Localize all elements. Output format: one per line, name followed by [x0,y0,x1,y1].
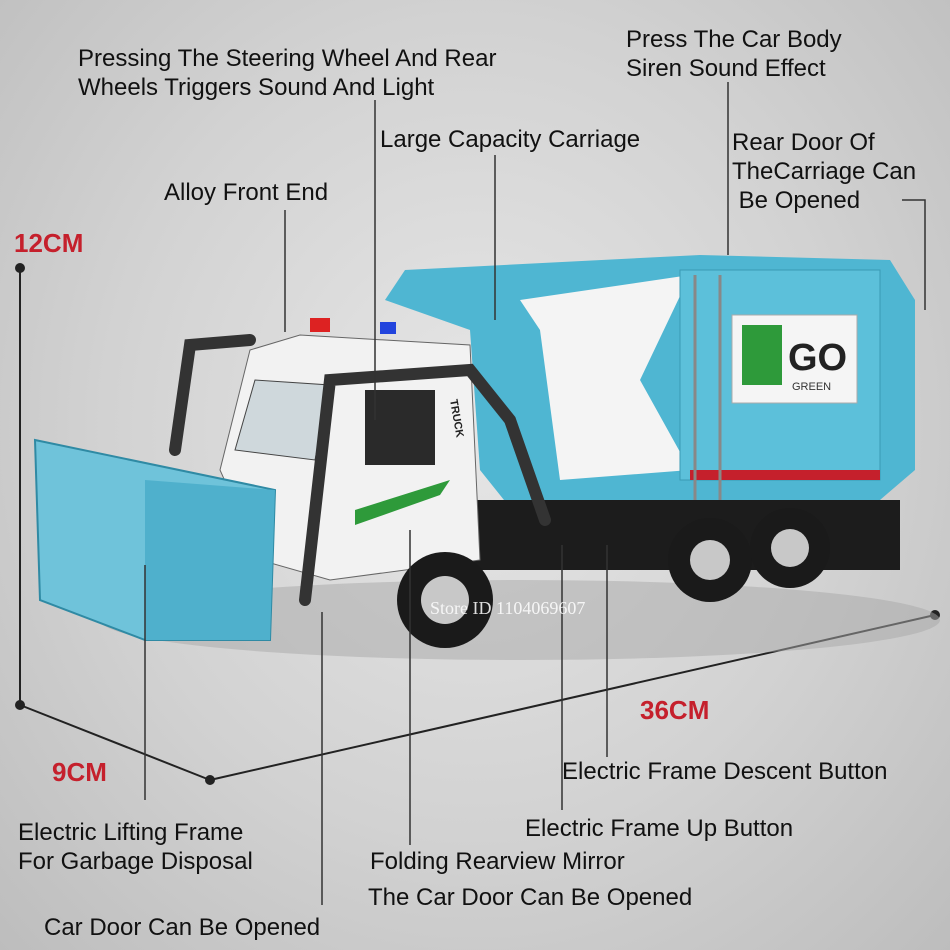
front-bin [33,438,277,641]
label-mirror: Folding Rearview Mirror [370,848,625,875]
label-car-door-left: Car Door Can Be Opened [44,914,321,941]
label-car-door: The Car Door Can Be Opened [368,884,693,911]
wheels [397,508,830,648]
leader-lines [144,82,926,905]
label-alloy-front: Alloy Front End [164,179,329,206]
svg-text:GO: GO [788,337,847,379]
label-carriage: Large Capacity Carriage [380,126,641,153]
watermark: Store ID 1104069607 [430,598,586,618]
dimension-length: 36CM [640,695,710,725]
dimension-height: 12CM [14,228,84,258]
cab: TRUCK [219,318,481,581]
label-frame-up: Electric Frame Up Button [525,815,794,842]
dimension-width: 9CM [52,757,107,787]
label-frame-descent: Electric Frame Descent Button [562,758,888,785]
svg-text:GREEN: GREEN [792,381,831,393]
